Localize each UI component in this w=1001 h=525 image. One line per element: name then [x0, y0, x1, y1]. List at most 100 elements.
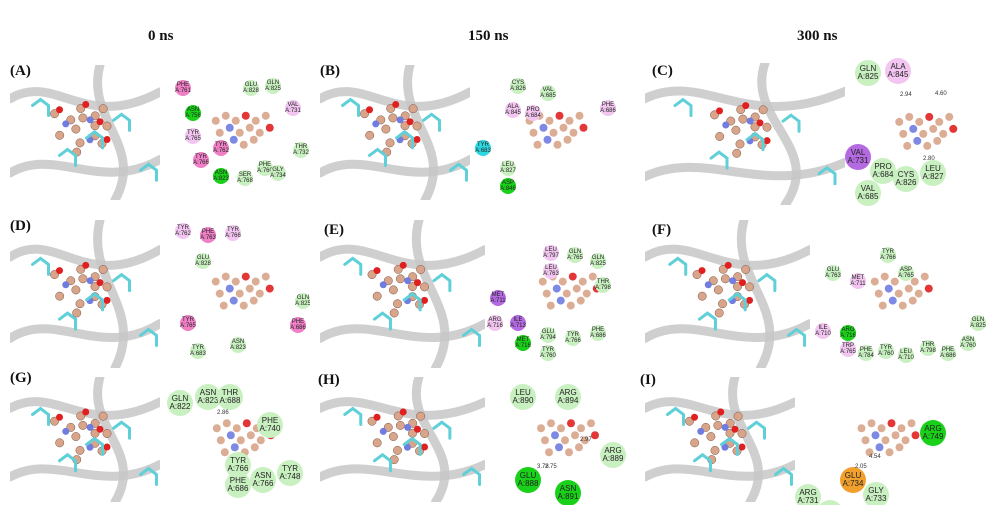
residue-stick — [372, 452, 392, 473]
protein-ribbon — [645, 244, 810, 270]
nitrogen-atom — [86, 443, 94, 451]
residue-name: TYR — [880, 344, 892, 351]
panel-label-i: (I) — [640, 372, 656, 388]
residue-name: ILE — [513, 316, 523, 323]
panel-label-f: (F) — [652, 222, 672, 238]
residue-number: A:734 — [270, 173, 286, 179]
ligand-2d-atom — [256, 436, 265, 445]
residue-number: A:732 — [293, 150, 309, 156]
residue-number: A:890 — [512, 396, 534, 405]
ligand-2d-atom — [578, 277, 587, 286]
oxygen-atom — [756, 119, 764, 127]
protein-ribbon — [93, 65, 129, 200]
residue-name: PRO — [874, 161, 892, 171]
ligand-atom — [372, 291, 382, 301]
ligand-2d-atom — [898, 301, 907, 310]
ligand-2d-atom — [543, 135, 552, 144]
ligand-atom — [412, 121, 422, 131]
residue-name: THR — [221, 387, 239, 397]
residue-number: A:710 — [815, 331, 831, 337]
ligand-atom — [55, 130, 65, 140]
ligand-2d-atom — [555, 111, 564, 120]
residue-number: A:894 — [557, 396, 579, 405]
residue-number: A:731 — [797, 496, 819, 505]
ligand-atom — [395, 420, 405, 430]
ligand-2d-atom — [904, 284, 913, 293]
oxygen-atom — [421, 443, 429, 451]
residue-name: MET — [491, 291, 505, 298]
residue-name: TYR — [215, 141, 227, 148]
protein-ribbon — [10, 244, 160, 270]
residue-number: A:686 — [590, 333, 606, 339]
ligand-2d-atom — [568, 272, 577, 281]
nitrogen-atom — [404, 423, 412, 431]
residue-name: PHE — [261, 415, 279, 425]
ligand-2d-atom — [923, 141, 932, 150]
residue-name: ASP — [501, 179, 514, 186]
panel-label-g: (G) — [10, 370, 32, 386]
residue-name: ARG — [799, 487, 817, 497]
oxygen-atom — [56, 267, 64, 275]
residue-stick — [85, 292, 104, 312]
ligand-2d-atom — [235, 128, 244, 137]
residue-name: TYR — [182, 316, 194, 323]
ligand-2d-atom — [241, 111, 250, 120]
ligand-atom — [718, 299, 727, 309]
residue-name: ASN — [214, 169, 228, 176]
oxygen-atom — [103, 296, 111, 304]
protein-ribbon — [320, 244, 485, 270]
ligand-2d — [537, 419, 599, 457]
residue-number: A:763 — [543, 271, 559, 277]
residue-name: TYR — [882, 248, 894, 255]
oxygen-atom — [82, 100, 90, 108]
ligand-2d-atom — [576, 296, 585, 305]
residue-number: A:684 — [872, 170, 894, 179]
ligand-2d-atom — [887, 419, 896, 428]
residue-number: A:826 — [510, 86, 526, 92]
ligand-2d-atom — [581, 436, 589, 445]
protein-ribbon — [93, 220, 129, 368]
nitrogen-atom — [729, 277, 737, 285]
ligand-2d-atom — [261, 272, 270, 281]
oxygen-atom — [738, 443, 746, 451]
residue-name: LEU — [502, 161, 514, 168]
structure-3d-c — [645, 63, 845, 205]
ligand-2d-atom — [545, 448, 553, 457]
nitrogen-atom — [379, 281, 387, 289]
nitrogen-atom — [721, 443, 729, 451]
oxygen-atom — [82, 261, 90, 269]
residue-name: GLN — [296, 294, 310, 301]
residue-stick — [745, 131, 765, 152]
residue-name: TYR — [542, 346, 554, 353]
residue-name: VAL — [542, 86, 554, 93]
protein-ribbon — [320, 87, 470, 111]
ligand-atom — [713, 285, 723, 295]
protein-ribbon — [10, 460, 160, 482]
oxygen-atom — [373, 413, 381, 421]
ligand-2d-atom — [915, 117, 924, 126]
ligand-atom — [72, 308, 82, 318]
residue-number: A:798 — [920, 348, 936, 354]
ligand-2d-atom — [226, 431, 235, 440]
residue-number: A:683 — [475, 148, 491, 154]
ligand-2d-atom — [913, 136, 922, 145]
residue-name: GLN — [859, 63, 877, 73]
residue-stick — [720, 436, 739, 456]
ligand-2d — [870, 272, 933, 310]
ligand-2d-atom — [575, 443, 583, 452]
residue-name: GLU — [244, 81, 258, 88]
